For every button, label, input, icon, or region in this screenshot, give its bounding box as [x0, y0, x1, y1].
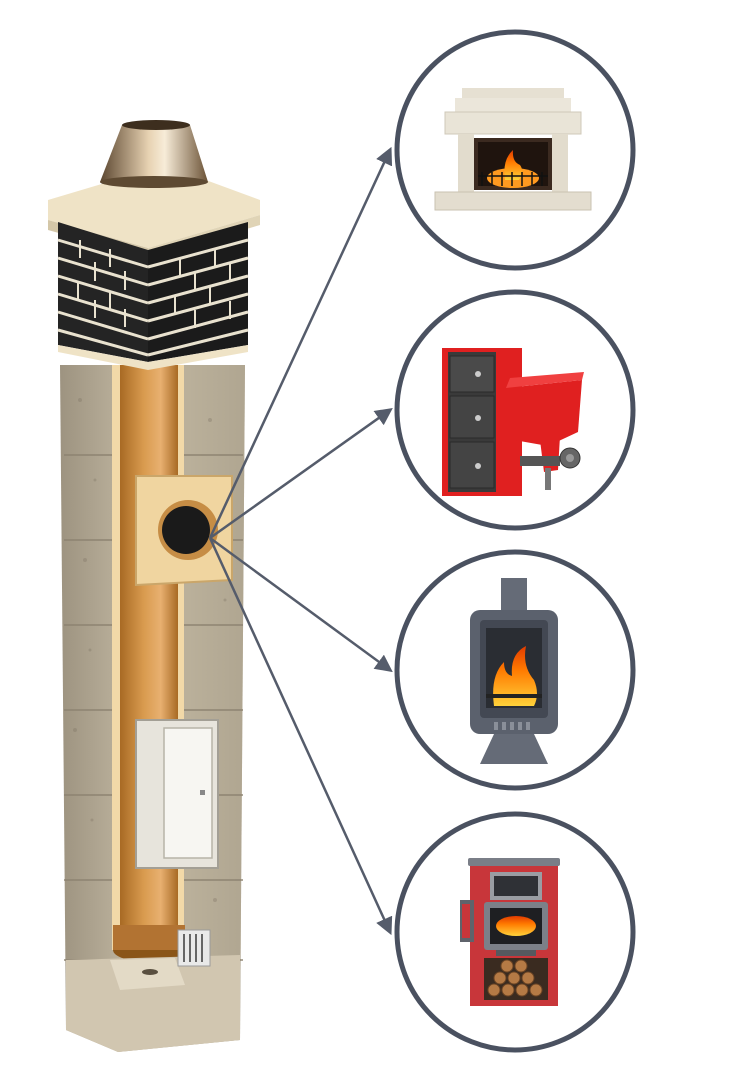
flue-liner — [112, 365, 185, 962]
arrow-to-pellet-boiler — [209, 407, 393, 540]
arrow-to-fireplace — [208, 146, 393, 539]
wood-stove-icon — [470, 578, 558, 764]
ventilation-grille — [177, 929, 211, 967]
pellet-boiler-icon — [442, 348, 584, 496]
appliance-pellet-boiler — [394, 289, 636, 531]
fireplace-icon — [434, 88, 592, 211]
connection-arrows — [208, 146, 393, 936]
arrow-to-wood-stove — [209, 536, 393, 673]
chimney — [48, 120, 260, 1052]
cooking-stove-icon — [460, 858, 560, 1006]
chimney-cap — [100, 120, 208, 188]
inspection-door — [135, 719, 219, 869]
appliance-fireplace — [394, 29, 636, 271]
chimney-base — [66, 955, 240, 1052]
arrow-to-cooking-stove — [208, 537, 393, 936]
appliance-cooking-stove — [394, 811, 636, 1053]
appliance-wood-stove — [394, 549, 636, 791]
brick-crown — [57, 222, 249, 370]
flue-inlet — [135, 475, 233, 587]
